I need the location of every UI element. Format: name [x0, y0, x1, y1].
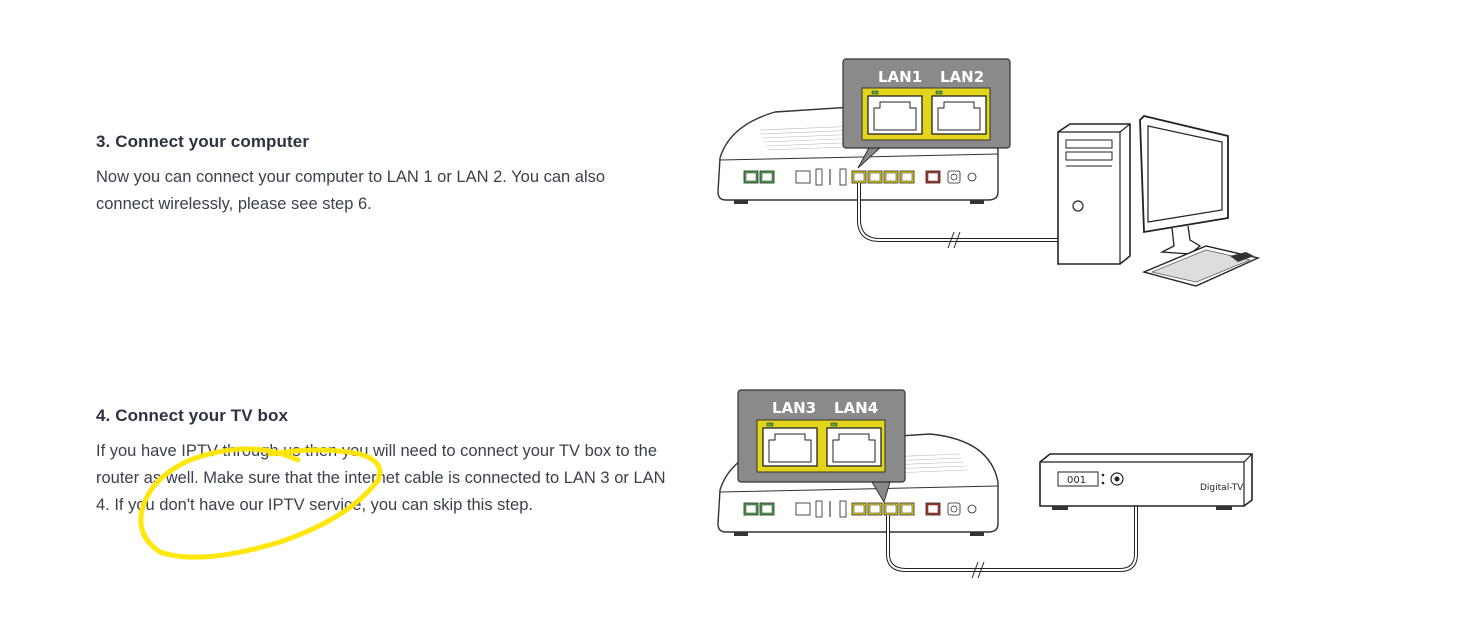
tv-box-display: 001 — [1067, 475, 1086, 486]
port-label-lan4: LAN4 — [834, 399, 878, 417]
ethernet-port-icon — [931, 90, 987, 135]
router-computer-illustration: LAN1 LAN2 — [717, 58, 1261, 287]
ethernet-port-icon — [867, 90, 923, 135]
monitor-icon — [1139, 115, 1229, 255]
ethernet-port-icon — [826, 422, 882, 467]
tv-box-icon: 001 Digital-TV — [1039, 453, 1253, 510]
step-title: 4. Connect your TV box — [96, 406, 289, 425]
port-label-lan1: LAN1 — [878, 68, 922, 86]
ethernet-cable — [886, 500, 1138, 579]
computer-tower-icon — [1057, 123, 1131, 265]
ethernet-port-icon — [762, 422, 818, 467]
step-connect-tv-box: 4. Connect your TV box If you have IPTV … — [96, 406, 666, 519]
step-title: 3. Connect your computer — [96, 132, 310, 151]
port-label-lan2: LAN2 — [940, 68, 984, 86]
tv-box-brand: Digital-TV — [1200, 483, 1244, 493]
ethernet-cable — [857, 183, 1060, 249]
step-description: Now you can connect your computer to LAN… — [96, 168, 606, 213]
lan-port-callout: LAN1 LAN2 — [842, 58, 1011, 169]
port-label-lan3: LAN3 — [772, 399, 816, 417]
step-connect-computer: 3. Connect your computer Now you can con… — [96, 132, 666, 218]
lan-port-callout: LAN3 LAN4 — [737, 389, 906, 504]
keyboard-icon — [1141, 245, 1261, 287]
step-description: If you have IPTV through us then you wil… — [96, 442, 666, 514]
router-tvbox-illustration: LAN3 LAN4 001 Digital-TV — [717, 389, 1253, 579]
